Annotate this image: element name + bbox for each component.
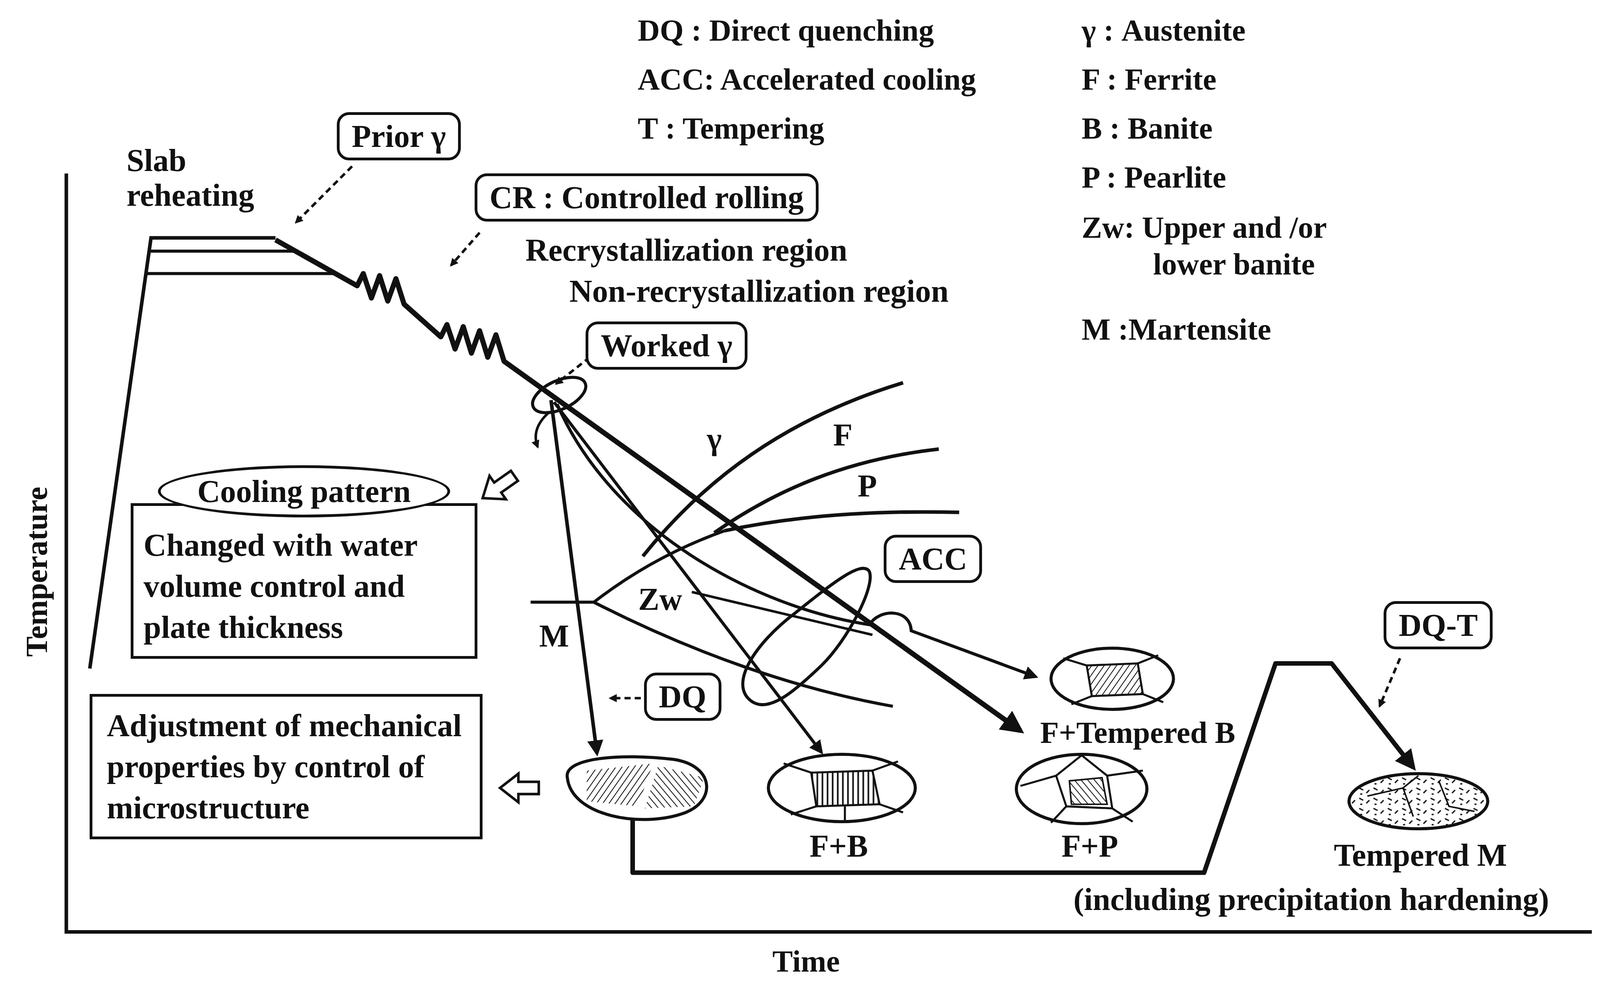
grain-hatch — [644, 765, 705, 809]
grain-hatch — [586, 763, 654, 807]
axis-label: Temperature — [19, 484, 54, 659]
process-box: DQ — [644, 672, 722, 721]
legend-text: DQ : Direct quenching — [637, 13, 934, 48]
legend-text: M :Martensite — [1081, 312, 1272, 347]
legend-entry: γ : Austenite — [1081, 12, 1246, 49]
region-label: Non-recrystallization region — [567, 273, 951, 309]
region-label: Recrystallization region — [523, 232, 850, 268]
legend-entry: M :Martensite — [1081, 311, 1272, 348]
legend-entry: Zw: Upper and /or lower banite — [1081, 209, 1388, 283]
ferrite-tempered-bainite-grain — [1051, 647, 1174, 710]
transformation-curve — [530, 530, 725, 603]
legend-text: T : Tempering — [637, 111, 825, 146]
phase-label: P — [855, 468, 879, 504]
tempered-martensite-grain — [1348, 773, 1488, 829]
process-box: DQ-T — [1383, 600, 1493, 650]
node-text: ACC — [898, 540, 968, 577]
stage-label: Slab reheating — [124, 142, 298, 213]
legend-entry: ACC: Accelerated cooling — [637, 61, 977, 98]
node-text: DQ — [659, 678, 707, 715]
leader-line — [555, 357, 590, 384]
microstructure-label: F+B — [807, 828, 870, 864]
legend-text: Zw: Upper and /or lower banite — [1081, 209, 1388, 283]
stage-box: Worked γ — [585, 321, 748, 370]
worked-point-mark — [527, 369, 592, 421]
phase-label: M — [537, 618, 571, 654]
hollow-arrow — [474, 463, 523, 510]
transformation-curve — [642, 382, 904, 556]
microstructure-label: F+P — [1059, 828, 1121, 864]
hollow-arrow — [499, 773, 539, 802]
process-box: ACC — [883, 534, 983, 583]
phase-label: F — [831, 417, 855, 453]
reheating-line — [144, 251, 337, 274]
legend-entry: T : Tempering — [637, 110, 825, 147]
curved-arrow — [535, 412, 549, 447]
grain-hatch — [1069, 777, 1108, 804]
grain-outline — [1348, 773, 1488, 829]
process-box: CR : Controlled rolling — [474, 173, 819, 222]
grain-hatch — [1086, 663, 1143, 697]
grain-boundary — [1063, 655, 1164, 705]
microstructure-label: Tempered M — [1331, 837, 1510, 873]
legend-text: B : Banite — [1081, 111, 1213, 146]
legend-text: ACC: Accelerated cooling — [637, 62, 977, 97]
note-box: Cooling patternChanged with water volume… — [130, 465, 478, 659]
node-text: DQ-T — [1398, 606, 1478, 644]
martensite-grain — [567, 756, 707, 820]
node-text: Worked γ — [600, 327, 733, 364]
grain-boundary — [1020, 754, 1143, 823]
acc-cooling-line — [557, 403, 1036, 677]
node-text: Changed with water volume control and pl… — [130, 503, 478, 659]
axis-label: Time — [770, 944, 842, 979]
node-text: CR : Controlled rolling — [489, 179, 804, 216]
legend-entry: F : Ferrite — [1081, 61, 1217, 98]
phase-label: Zw — [636, 581, 685, 617]
axis-line — [66, 173, 1592, 932]
phase-label: γ — [704, 421, 724, 457]
heading-ellipse: Cooling pattern — [157, 465, 451, 518]
grain-hatch — [811, 770, 880, 806]
node-text: Adjustment of mechanical properties by c… — [107, 704, 466, 829]
leader-line — [610, 696, 641, 699]
grain-outline — [1016, 754, 1148, 824]
microstructure-note: (including precipitation hardening) — [1071, 881, 1552, 917]
transformation-curve — [691, 591, 873, 635]
grain-boundary — [783, 761, 904, 821]
transformation-curve — [724, 511, 960, 531]
ferrite-pearlite-grain — [1016, 754, 1148, 824]
grain-outline — [567, 756, 707, 820]
transformation-curve — [714, 448, 939, 533]
microstructure-label: F+Tempered B — [1038, 715, 1238, 750]
acc-window-loop — [742, 568, 871, 705]
legend-entry: DQ : Direct quenching — [637, 12, 934, 49]
legend-entry: P : Pearlite — [1081, 159, 1227, 196]
leader-line — [295, 166, 352, 223]
legend-text: P : Pearlite — [1081, 160, 1227, 195]
legend-text: γ : Austenite — [1081, 13, 1246, 48]
grain-outline — [1051, 647, 1174, 710]
grain-boundary — [1367, 775, 1475, 817]
stage-box: Prior γ — [336, 112, 461, 161]
grain-outline — [768, 754, 916, 822]
leader-line — [450, 232, 480, 266]
dq-cooling-line — [550, 400, 597, 754]
note-box: Adjustment of mechanical properties by c… — [89, 693, 483, 840]
legend-text: F : Ferrite — [1081, 62, 1217, 97]
dq-t-path — [632, 663, 1414, 873]
ferrite-bainite-grain — [768, 754, 916, 822]
node-text: Prior γ — [351, 118, 446, 155]
legend-entry: B : Banite — [1081, 110, 1213, 147]
leader-line — [1379, 658, 1401, 707]
